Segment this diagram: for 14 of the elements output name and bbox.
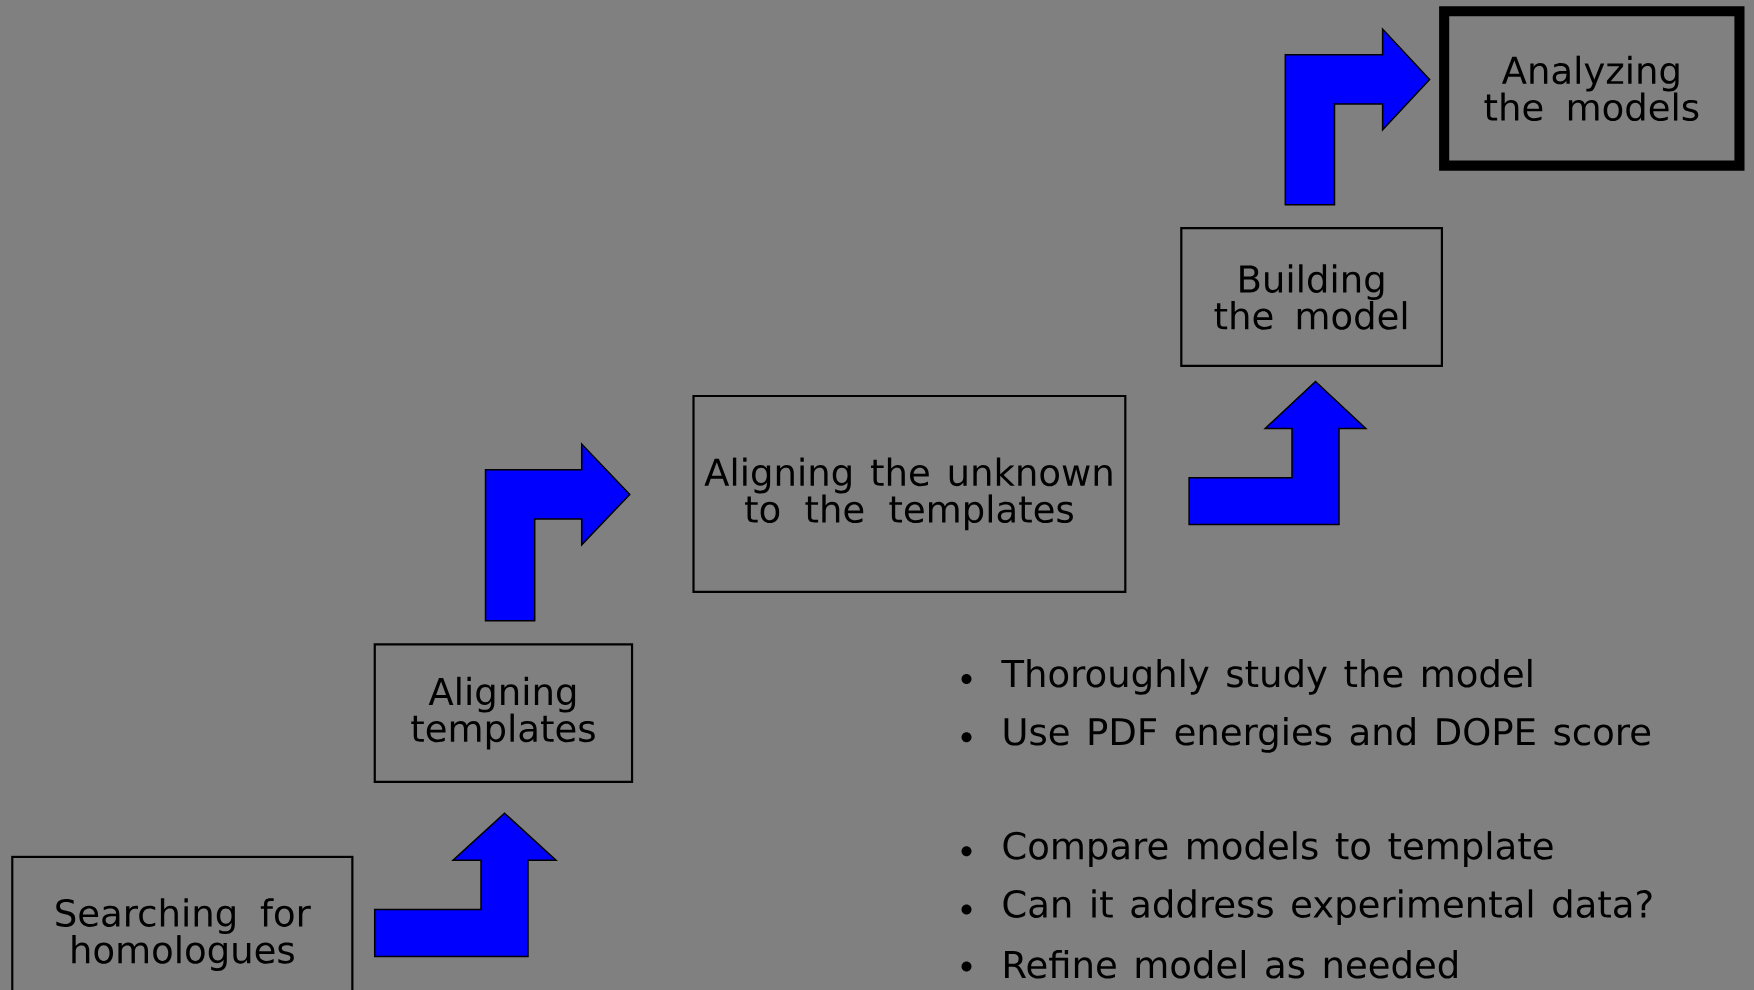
block-arrow [484, 442, 631, 622]
bullet-item: Refine model as needed [1005, 950, 1457, 979]
block-arrow [373, 812, 558, 958]
process-box: Building the model [1180, 227, 1443, 367]
process-box: Aligning templates [373, 643, 634, 783]
process-box: Aligning the unknown to the templates [692, 394, 1127, 593]
bullet-item: Can it address experimental data? [1003, 889, 1652, 926]
bullet-item: Compare models to template [1003, 831, 1553, 867]
bullet-item: Use PDF energies and DOPE score [1004, 717, 1651, 753]
block-arrow [1188, 380, 1368, 526]
process-box: Searching for homologues [11, 855, 354, 990]
bullet-item: Thoroughly study the model [1001, 658, 1532, 695]
block-arrow [1284, 27, 1431, 206]
process-box: Analyzing the models [1439, 6, 1745, 171]
